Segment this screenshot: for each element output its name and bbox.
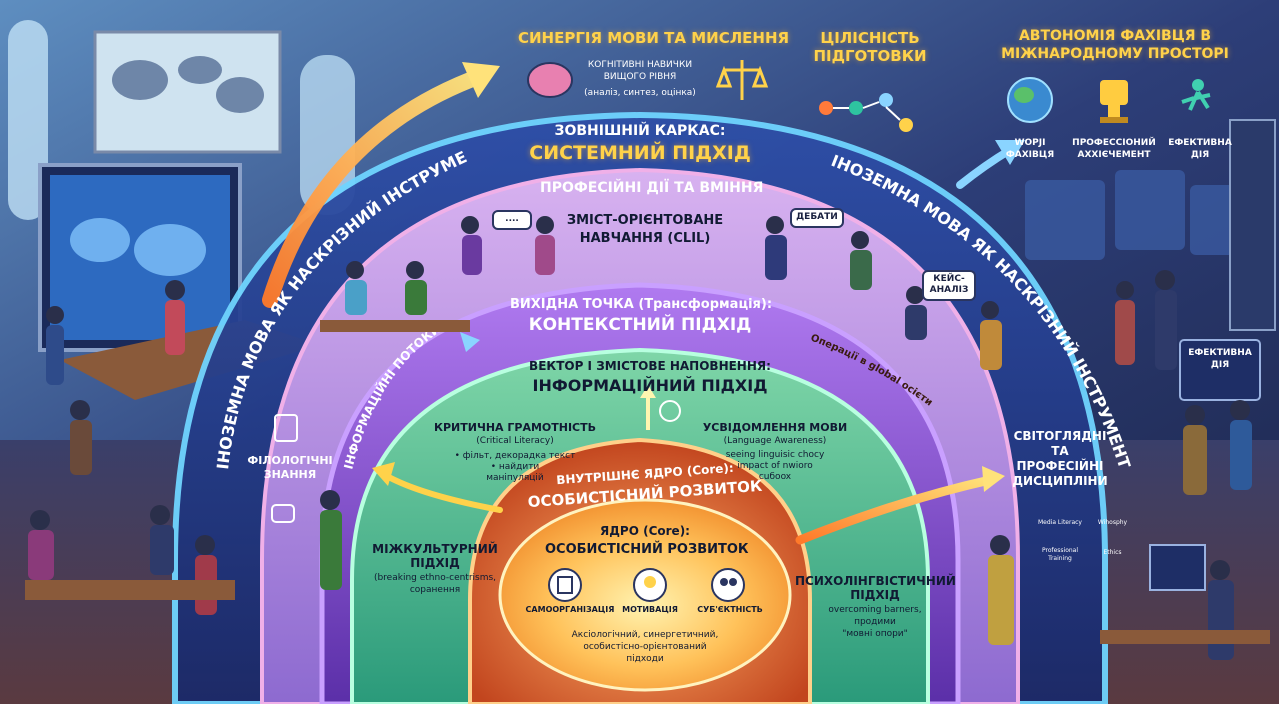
panel-ethics: Ethics <box>1103 549 1122 556</box>
flow-nodes-icon <box>819 93 913 132</box>
growth-arrow-left <box>262 62 500 308</box>
autonomy-item2-line2: АХХІЄЧЕМЕНТ <box>1077 150 1151 160</box>
scales-icon <box>715 60 769 100</box>
philology-line2: ЗНАННЯ <box>263 468 317 481</box>
autonomy-item3-line2: ДІЯ <box>1190 150 1210 160</box>
awareness-b2: impact of nwioro <box>737 461 813 471</box>
critical-b2: • найдити <box>490 462 540 472</box>
outer-title: СИСТЕМНИЙ ПІДХІД <box>529 142 751 164</box>
people-professional-band <box>320 216 1002 370</box>
brain-icon <box>527 62 573 98</box>
autonomy-title-2: МІЖНАРОДНОМУ ПРОСТОРІ <box>1001 46 1229 62</box>
panel-philosophy: Wihosphy <box>1097 519 1128 526</box>
people-left <box>25 280 342 615</box>
intercultural-sub1: (breaking ethno-centrisms, <box>373 573 497 583</box>
psycho-sub2: продими <box>854 617 896 627</box>
up-arrow-center <box>640 385 656 430</box>
awareness-title: УСВІДОМЛЕННЯ МОВИ <box>702 421 848 434</box>
context-label: ВИХІДНА ТОЧКА (Трансформація): <box>510 297 773 312</box>
worldview-line2: ТА <box>1051 444 1069 458</box>
autonomy-item2-line1: ПРОФЕССІОНИЙ <box>1072 138 1156 148</box>
synergy-line3: (аналіз, синтез, оцінка) <box>584 88 696 98</box>
group-icon <box>711 568 745 602</box>
core-item3: СУБ'ЄКТНІСТЬ <box>697 605 763 614</box>
awareness-b3: cuбoox <box>758 472 792 482</box>
professional-band-label: ПРОФЕСІЙНІ ДІЇ ТА ВМІННЯ <box>540 180 764 196</box>
panel-training-2: Training <box>1048 555 1072 562</box>
autonomy-title-1: АВТОНОМІЯ ФАХІВЦЯ В <box>1018 28 1212 44</box>
psycho-sub3: "мовні опори" <box>842 629 908 639</box>
runner-icon <box>1181 79 1211 111</box>
notebook-icon <box>274 414 298 442</box>
core-approaches-3: підходи <box>626 654 664 664</box>
awareness-b1: seeing linguisic chocy <box>725 450 825 460</box>
information-label: ВЕКТОР І ЗМІСТОВЕ НАПОВНЕННЯ: <box>529 359 771 373</box>
synergy-title: СИНЕРГІЯ МОВИ ТА МИСЛЕННЯ <box>518 29 790 47</box>
information-title: ІНФОРМАЦІЙНИЙ ПІДХІД <box>532 376 768 395</box>
philology-line1: ФІЛОЛОГІЧНІ <box>247 454 333 467</box>
global-network-icon <box>659 400 681 422</box>
core-title: ОСОБИСТІСНИЙ РОЗВИТОК <box>545 542 749 557</box>
psycho-line2: ПІДХІД <box>850 588 900 602</box>
critical-sub: (Critical Literacy) <box>476 436 554 446</box>
worldview-line1: СВІТОГЛЯДНІ <box>1013 429 1107 443</box>
trophy-icon <box>1100 80 1128 123</box>
critical-b1: • фільт, декорадка текст <box>454 451 576 461</box>
autonomy-item1-line2: ФАХІВЦЯ <box>1005 150 1055 160</box>
core-approaches-2: особистісно-орієнтований <box>583 642 707 652</box>
core-item1: САМООРГАНІЗАЦІЯ <box>525 605 615 614</box>
panel-training-1: Professional <box>1041 547 1079 554</box>
growth-arrow-right <box>956 140 1025 189</box>
screen-effective-1: ЕФЕКТИВНА <box>1188 348 1252 358</box>
autonomy-item1-line1: WOPJI <box>1014 138 1046 148</box>
flow-arrow-info <box>460 332 480 352</box>
integrity-title-1: ЦІЛІСНІСТЬ <box>820 29 920 47</box>
people-right <box>988 270 1270 660</box>
intercultural-line2: ПІДХІД <box>410 556 460 570</box>
synergy-line2: ВИЩОГО РІВНЯ <box>603 72 677 82</box>
right-wall-panels <box>1025 119 1276 401</box>
integrity-title-2: ПІДГОТОВКИ <box>813 47 927 65</box>
case-bubble-2: АНАЛІЗ <box>922 283 976 301</box>
critical-b3: маніпуляцій <box>486 473 544 483</box>
lightbulb-icon <box>633 568 667 602</box>
core-arrow-right <box>795 466 1005 545</box>
psycho-sub1: overcoming barners, <box>828 605 922 615</box>
core-arrow-left <box>372 462 503 513</box>
outer-label: ЗОВНІШНІЙ КАРКАС: <box>554 123 726 139</box>
synergy-line1: КОГНІТИВНІ НАВИЧКИ <box>587 60 693 70</box>
globe-icon <box>1007 77 1053 123</box>
context-title: КОНТЕКСТНИЙ ПІДХІД <box>528 315 752 335</box>
worldview-line3: ПРОФЕСІЙНІ <box>1016 459 1104 473</box>
psycho-line1: ПСИХОЛІНГВІСТИЧНИЙ <box>795 574 956 588</box>
screen-effective-2: ДІЯ <box>1210 360 1230 370</box>
core-approaches-1: Аксіологічний, синергетичний, <box>571 630 719 640</box>
core-label: ЯДРО (Core): <box>600 524 690 538</box>
debate-bubble: ДЕБАТИ <box>790 208 844 228</box>
autonomy-item3-line1: ЕФЕКТИВНА <box>1168 138 1232 148</box>
dots-bubble: .... <box>492 210 532 230</box>
intercultural-line1: МІЖКУЛЬТУРНИЙ <box>372 542 498 556</box>
clil-line1: ЗМІСТ-ОРІЄНТОВАНЕ <box>566 213 724 228</box>
intercultural-sub2: сорaнення <box>409 585 461 595</box>
checklist-icon <box>548 568 582 602</box>
awareness-sub: (Language Awareness) <box>723 436 827 446</box>
panel-media: Media Literacy <box>1038 519 1082 526</box>
core-item2: МОТИВАЦІЯ <box>622 605 678 614</box>
clil-line2: НАВЧАННЯ (CLIL) <box>579 231 711 246</box>
critical-title: КРИТИЧНА ГРАМОТНІСТЬ <box>433 421 597 434</box>
worldview-line4: ДИСЦИПЛІНИ <box>1012 474 1108 488</box>
chat-icon <box>271 504 295 523</box>
presentation-screen <box>38 163 242 352</box>
wall-world-map <box>93 30 282 154</box>
